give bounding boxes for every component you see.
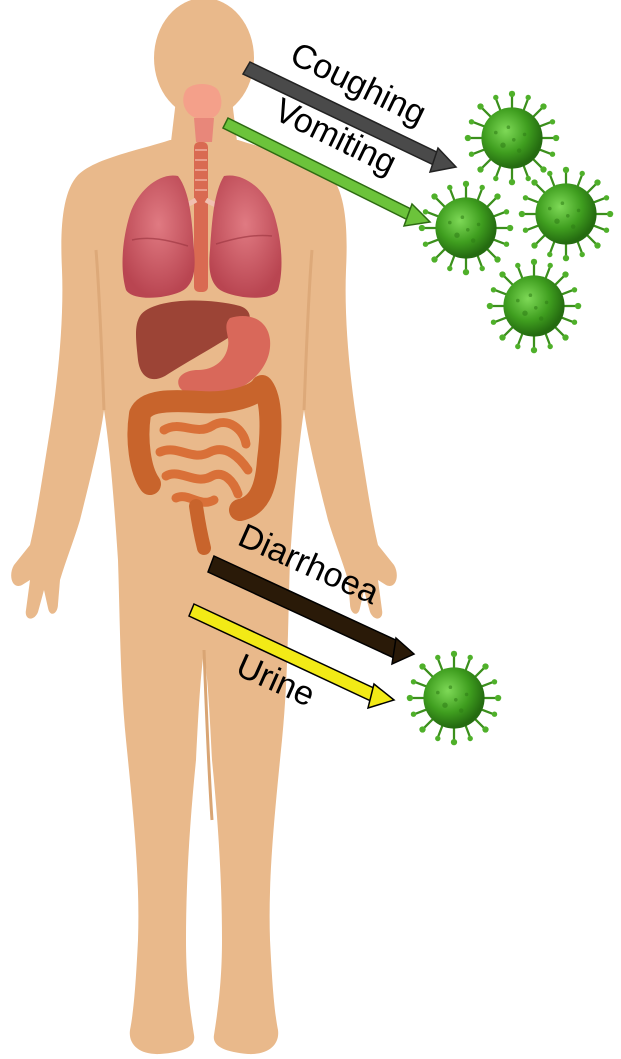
virus-icon xyxy=(487,259,582,354)
virus-icon xyxy=(419,181,514,276)
virus-icon xyxy=(407,651,502,746)
nasal-cavity xyxy=(183,84,221,118)
larynx xyxy=(194,118,214,142)
trachea xyxy=(194,142,208,292)
virus-icon xyxy=(519,167,614,262)
virus-cluster xyxy=(419,91,614,354)
rectum xyxy=(196,506,204,548)
virus-icon xyxy=(465,91,560,186)
